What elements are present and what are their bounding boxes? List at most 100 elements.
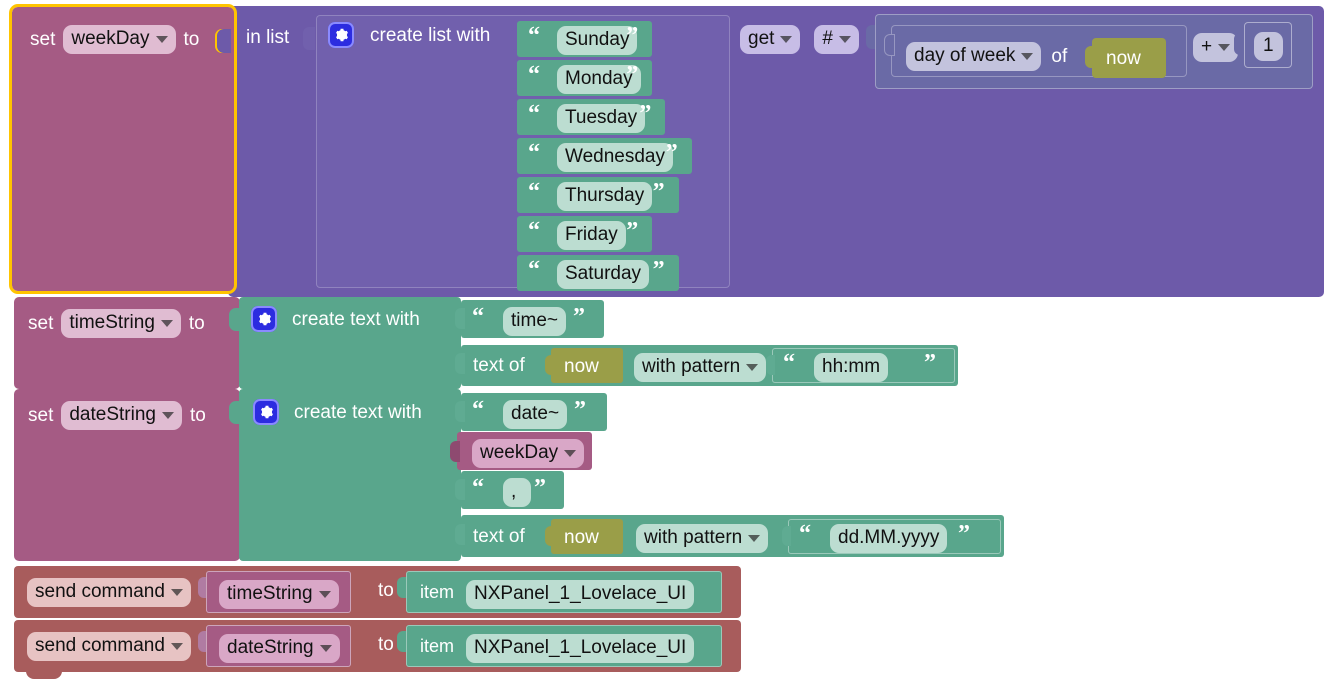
text-socket-notch <box>455 479 465 500</box>
open-quote-icon: “ <box>528 179 540 205</box>
timestring-getter-dropdown[interactable]: timeString <box>219 580 339 609</box>
list-item-value-field[interactable]: Monday <box>557 65 641 94</box>
list-item-text-block[interactable]: “ Wednesday” <box>517 138 692 174</box>
number-field[interactable]: 1 <box>1254 32 1283 61</box>
text-block-date-prefix[interactable]: “ date~ ” <box>461 393 607 431</box>
to-keyword-label: to <box>189 404 206 426</box>
weekday-variable-dropdown[interactable]: weekDay <box>63 25 176 54</box>
text-socket-notch <box>455 401 465 422</box>
now-socket-plug-3 <box>545 526 554 546</box>
list-item-value-field[interactable]: Saturday <box>557 260 650 289</box>
get-dropdown[interactable]: get <box>740 25 801 54</box>
now-block-3[interactable]: now <box>551 519 623 554</box>
index-expression-row: get # <box>740 25 859 54</box>
list-item-value-field[interactable]: Wednesday <box>557 143 673 172</box>
datestring-getter-dropdown[interactable]: dateString <box>219 634 340 663</box>
item-label: item <box>420 636 455 656</box>
datestring-variable-dropdown[interactable]: dateString <box>61 401 182 430</box>
gear-icon[interactable] <box>253 399 279 425</box>
item-block-date[interactable]: item NXPanel_1_Lovelace_UI <box>406 625 722 667</box>
list-item-text-block[interactable]: “Thursday” <box>517 177 679 213</box>
open-quote-icon: “ <box>799 521 811 547</box>
chevron-down-icon <box>318 591 331 599</box>
of-keyword-label: of <box>1051 45 1068 67</box>
close-quote-icon: ” <box>626 23 639 49</box>
list-item-value-field[interactable]: Tuesday <box>557 104 646 133</box>
in-list-socket-notch <box>303 27 315 50</box>
list-item-value-field[interactable]: Thursday <box>557 182 653 211</box>
pattern-text-block-date[interactable]: “ dd.MM.yyyy ” <box>788 519 1001 554</box>
text-of-label: text of <box>473 526 525 547</box>
with-pattern-dropdown[interactable]: with pattern <box>636 524 769 553</box>
open-quote-icon: “ <box>472 475 484 501</box>
to-keyword-label: to <box>188 312 205 334</box>
weekday-getter-dropdown[interactable]: weekDay <box>472 439 585 468</box>
item-value-field[interactable]: NXPanel_1_Lovelace_UI <box>466 634 695 663</box>
item-block-time[interactable]: item NXPanel_1_Lovelace_UI <box>406 571 722 613</box>
create-text-label: create text with <box>292 308 420 330</box>
pattern-value-field[interactable]: dd.MM.yyyy <box>830 524 948 553</box>
list-item-text-block[interactable]: “ Friday” <box>517 216 653 252</box>
close-quote-icon: ” <box>626 218 639 244</box>
open-quote-icon: “ <box>783 350 795 376</box>
open-quote-icon: “ <box>528 218 540 244</box>
index-dropdown[interactable]: # <box>814 25 859 54</box>
open-quote-icon: “ <box>528 140 540 166</box>
gear-icon[interactable] <box>328 22 354 48</box>
chevron-down-icon <box>319 645 332 653</box>
send-command-dropdown[interactable]: send command <box>27 632 191 661</box>
operator-row: + <box>1193 33 1239 62</box>
with-pattern-dropdown[interactable]: with pattern <box>634 353 767 382</box>
day-of-week-dropdown[interactable]: day of week <box>906 42 1042 71</box>
send-command-dropdown[interactable]: send command <box>27 578 191 607</box>
text-value-field[interactable]: date~ <box>503 400 568 429</box>
item-value-field[interactable]: NXPanel_1_Lovelace_UI <box>466 580 695 609</box>
close-quote-icon: ” <box>665 140 678 166</box>
text-value-field[interactable]: time~ <box>503 307 566 336</box>
pattern-text-block-time[interactable]: “ hh:mm ” <box>772 348 955 383</box>
get-datestring-variable-block[interactable]: dateString <box>206 625 351 667</box>
list-item-text-block[interactable]: “Monday” <box>517 60 653 96</box>
set-datestring-block[interactable]: set dateString to <box>14 389 240 561</box>
set-timestring-block[interactable]: set timeString to <box>14 297 240 389</box>
pattern-value-field[interactable]: hh:mm <box>814 353 889 382</box>
chevron-down-icon <box>839 36 851 44</box>
timestring-variable-dropdown[interactable]: timeString <box>61 309 181 338</box>
value-socket-notch <box>217 29 231 53</box>
in-list-label: in list <box>246 27 290 48</box>
number-block[interactable]: 1 <box>1244 22 1292 68</box>
send-time-item-notch <box>397 577 407 598</box>
get-timestring-variable-block[interactable]: timeString <box>206 571 351 613</box>
chevron-down-icon <box>170 589 183 597</box>
create-text-timestring-header: create text with <box>251 306 420 332</box>
weekday-getter-plug <box>450 441 460 462</box>
now-socket-plug-2 <box>545 355 554 375</box>
list-item-socket-notch <box>510 263 520 284</box>
chevron-down-icon <box>160 320 173 328</box>
list-item-label: Saturday <box>565 263 642 284</box>
now-block-1[interactable]: now <box>1092 38 1166 78</box>
text-value-field[interactable]: , <box>503 478 531 507</box>
gear-icon[interactable] <box>251 306 277 332</box>
chevron-down-icon <box>170 643 183 651</box>
close-quote-icon: ” <box>534 475 546 501</box>
list-item-text-block[interactable]: “Sunday” <box>517 21 653 57</box>
list-item-value-field[interactable]: Friday <box>557 221 626 250</box>
chevron-down-icon <box>564 450 577 458</box>
set-weekday-block[interactable]: set weekDay to <box>9 4 237 294</box>
list-item-text-block[interactable]: “Saturday” <box>517 255 679 291</box>
get-weekday-variable-block[interactable]: weekDay <box>457 432 592 470</box>
list-item-socket-notch <box>510 185 520 206</box>
list-item-value-field[interactable]: Sunday <box>557 26 638 55</box>
now-block-2[interactable]: now <box>551 348 623 383</box>
now-socket-plug-1 <box>1085 46 1095 68</box>
open-quote-icon: “ <box>528 62 540 88</box>
text-block-time-prefix[interactable]: “ time~ ” <box>461 300 604 338</box>
list-item-text-block[interactable]: “Tuesday” <box>517 99 666 135</box>
chevron-down-icon <box>155 36 168 44</box>
list-item-socket-notch <box>510 146 520 167</box>
text-block-comma[interactable]: “ , ” <box>461 471 564 509</box>
operator-dropdown[interactable]: + <box>1193 33 1239 62</box>
format-socket-notch <box>455 353 465 374</box>
